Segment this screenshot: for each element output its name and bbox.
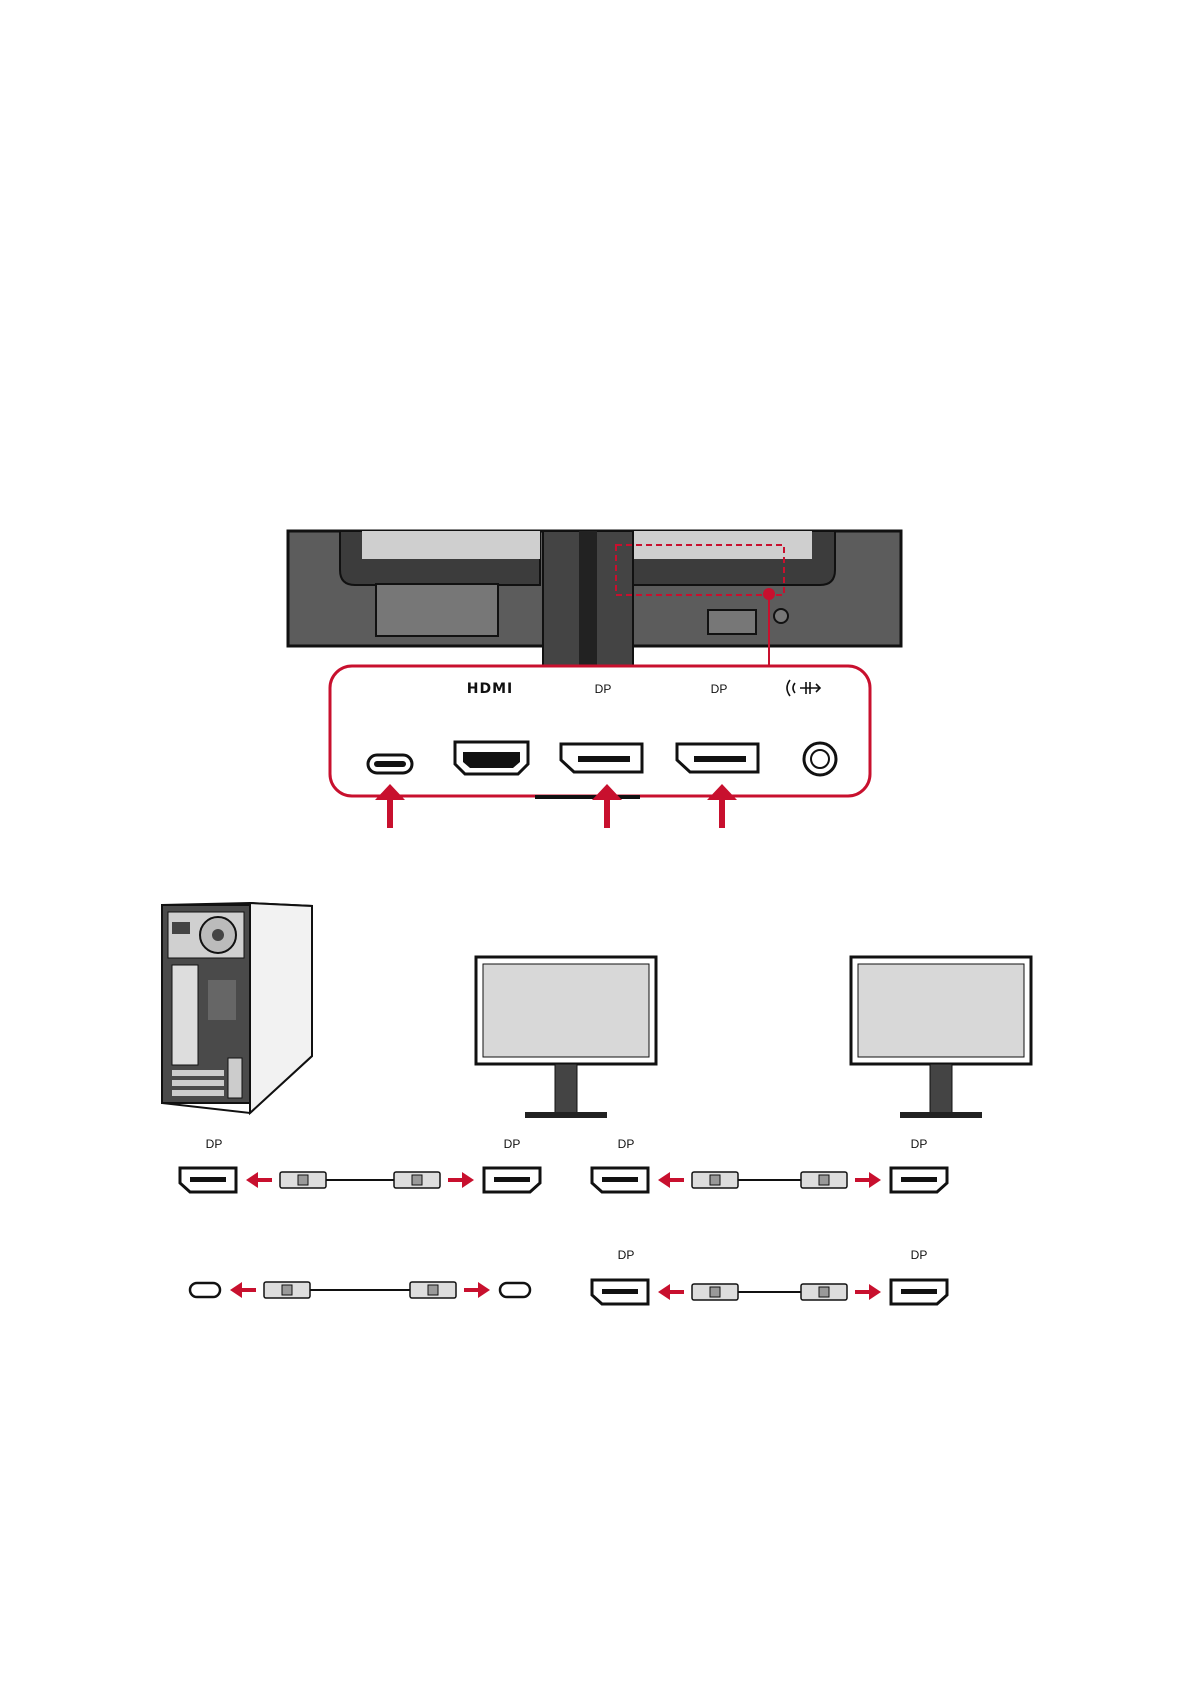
pc-tower <box>162 903 312 1113</box>
usb-c-port-left <box>190 1283 220 1297</box>
usb-c-port-right <box>500 1283 530 1297</box>
hdmi-label: HDMI <box>467 681 513 697</box>
connector-label-left: DP <box>206 1137 223 1151</box>
connection-row: DP DP <box>592 1248 947 1304</box>
connector-label-right: DP <box>504 1137 521 1151</box>
cable-rows: DP DP DP DP DP DP <box>180 1137 947 1304</box>
connector-label-left: DP <box>618 1137 635 1151</box>
monitor-rear-view <box>288 531 901 671</box>
connector-label-left: DP <box>618 1248 635 1262</box>
port-panel: HDMI DP DP <box>330 666 870 799</box>
monitor-front-2 <box>851 957 1031 1118</box>
connector-label-right: DP <box>911 1248 928 1262</box>
monitor-front-1 <box>476 957 656 1118</box>
connection-row: DP DP <box>592 1137 947 1192</box>
connection-row: DP DP <box>180 1137 540 1192</box>
connector-label-right: DP <box>911 1137 928 1151</box>
dp2-label: DP <box>711 682 728 696</box>
connection-row <box>190 1282 530 1298</box>
dp1-label: DP <box>595 682 612 696</box>
